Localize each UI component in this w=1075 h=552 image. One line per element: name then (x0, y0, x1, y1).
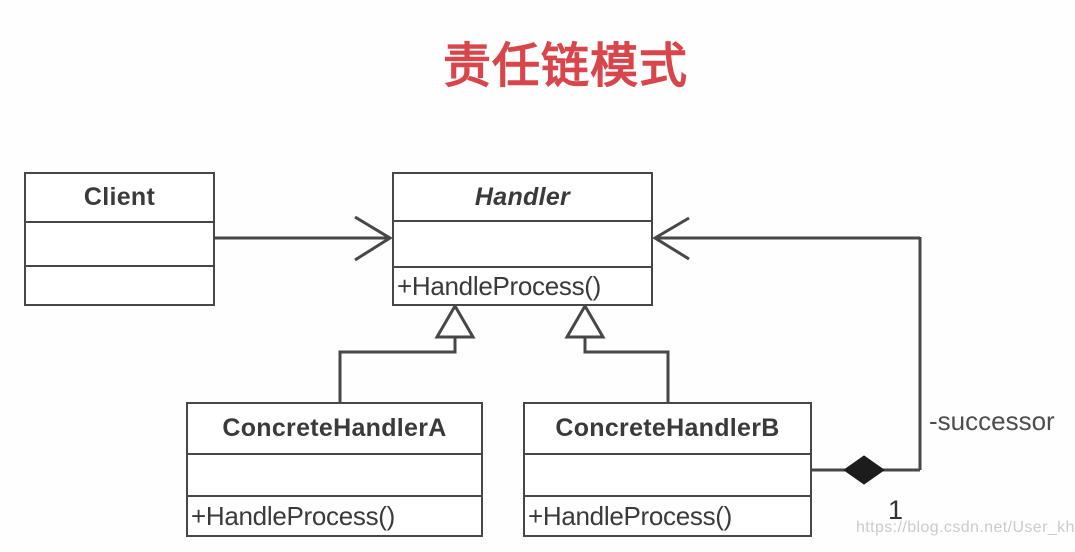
class-box-concrete-handler-a: ConcreteHandlerA +HandleProcess() (186, 402, 483, 537)
generalization-triangle-icon (564, 303, 606, 339)
class-box-concrete-handler-b: ConcreteHandlerB +HandleProcess() (523, 402, 812, 537)
attributes-compartment-concrete-handler-b (525, 453, 810, 495)
methods-compartment-concrete-handler-b: +HandleProcess() (525, 495, 810, 535)
generalization-path-a (338, 338, 457, 402)
watermark-text: https://blog.csdn.net/User_kh (856, 519, 1075, 536)
attributes-compartment-concrete-handler-a (188, 453, 481, 495)
methods-compartment-concrete-handler-a: +HandleProcess() (188, 495, 481, 535)
methods-compartment-client (26, 265, 213, 304)
attributes-compartment-client (26, 221, 213, 265)
aggregation-diamond-icon (843, 455, 885, 485)
class-box-handler: Handler +HandleProcess() (392, 172, 653, 306)
association-arrowhead-icon (652, 216, 690, 261)
class-name-concrete-handler-a: ConcreteHandlerA (222, 414, 447, 442)
successor-role-label: -successor (929, 406, 1055, 436)
multiplicity-label: 1 (888, 495, 904, 525)
generalization-path-b (583, 338, 670, 402)
class-name-concrete-handler-b: ConcreteHandlerB (555, 414, 780, 442)
diagram-title: 责任链模式 (443, 40, 689, 93)
class-box-client: Client (24, 172, 215, 306)
methods-compartment-handler: +HandleProcess() (394, 266, 651, 304)
class-name-handler: Handler (474, 182, 571, 211)
class-name-client: Client (83, 183, 156, 211)
generalization-triangle-icon (434, 303, 476, 339)
attributes-compartment-handler (394, 220, 651, 266)
association-arrowhead-icon (354, 215, 393, 262)
